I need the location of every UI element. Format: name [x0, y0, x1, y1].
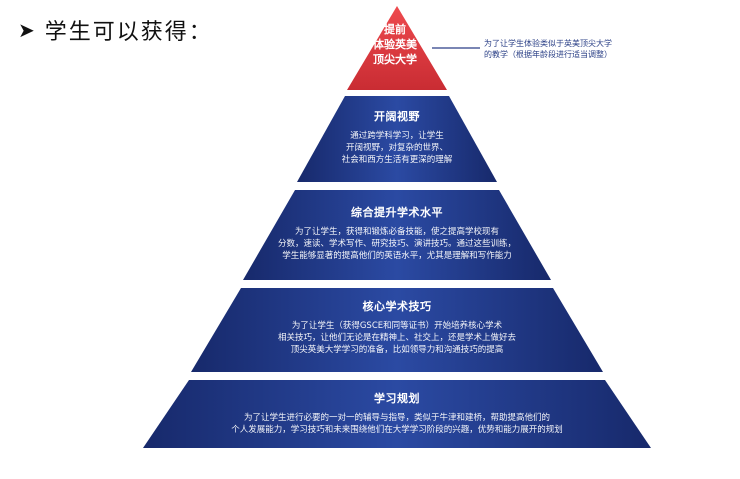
callout-line-text: 为了让学生体验类似于英美顶尖大学 — [484, 39, 612, 48]
pyramid-tier-1 — [297, 96, 497, 182]
tier-title: 综合提升学术水平 — [351, 206, 443, 219]
tier-title: 学习规划 — [374, 392, 420, 405]
tier-3-text: 核心学术技巧 为了让学生（获得GSCE和同等证书）开始培养核心学术 相关技巧，让… — [191, 298, 603, 356]
tier-title: 开阔视野 — [374, 110, 420, 123]
tier-2-text: 综合提升学术水平 为了让学生，获得和锻炼必备技能，使之提高学校现有 分数，速读、… — [243, 204, 551, 262]
tier-description: 为了让学生，获得和锻炼必备技能，使之提高学校现有 分数，速读、学术写作、研究技巧… — [277, 227, 516, 261]
pyramid-tier-4 — [143, 380, 651, 448]
tier-title: 核心学术技巧 — [362, 300, 432, 313]
pyramid-tier-3 — [191, 288, 603, 372]
pyramid-tier-2 — [243, 190, 551, 280]
section-header: ➤ 学生可以获得： — [18, 14, 213, 46]
tier-description: 为了让学生（获得GSCE和同等证书）开始培养核心学术 相关技巧，让他们无论是在精… — [277, 321, 516, 355]
apex-line: 顶尖大学 — [373, 53, 417, 66]
callout-line-text: 的教学（根据年龄段进行适当调整） — [484, 50, 612, 59]
apex-callout: 为了让学生体验类似于英美顶尖大学 的教学（根据年龄段进行适当调整） — [484, 38, 612, 60]
apex-line: 提前 — [384, 23, 406, 36]
tier-1-text: 开阔视野 通过跨学科学习，让学生 开阔视野，对复杂的世界、 社会和西方生活有更深… — [297, 108, 497, 166]
tier-description: 通过跨学科学习，让学生 开阔视野，对复杂的世界、 社会和西方生活有更深的理解 — [341, 131, 453, 165]
tier-4-text: 学习规划 为了让学生进行必要的一对一的辅导与指导，类似于牛津和建桥，帮助提高他们… — [143, 390, 651, 436]
section-title: 学生可以获得： — [44, 20, 213, 45]
apex-label: 提前 体验英美 顶尖大学 — [350, 22, 440, 67]
apex-line: 体验英美 — [373, 38, 417, 51]
tier-description: 为了让学生进行必要的一对一的辅导与指导，类似于牛津和建桥，帮助提高他们的 个人发… — [231, 413, 563, 435]
pyramid-apex — [347, 6, 447, 90]
arrow-icon: ➤ — [18, 18, 35, 42]
